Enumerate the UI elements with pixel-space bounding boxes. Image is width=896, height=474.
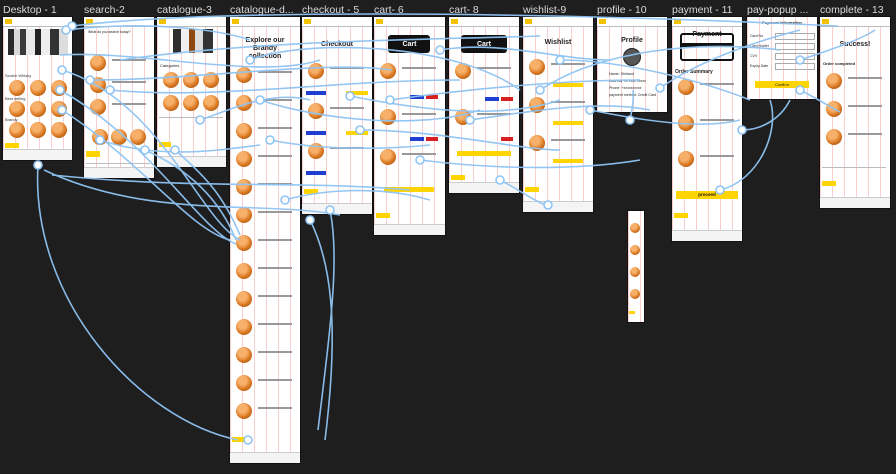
confirm-button[interactable]: Confirm [755,81,809,88]
catalogue-detail-title: Explore our Brandy collection [245,37,285,60]
logo-icon [159,19,166,24]
profile-payment-method: payment method: Credit Card [609,93,657,97]
confirm-button-label: Confirm [774,82,789,87]
logo-icon [232,19,239,24]
success-title: Success! [839,41,871,48]
logo-icon [376,19,383,24]
frame-label-cart8[interactable]: cart- 8 [449,4,479,16]
frame-label-cart6[interactable]: cart- 6 [374,4,404,16]
frame-profile[interactable]: Profile Name: Shirland Address: xx xxxx … [597,17,667,112]
logo-icon [525,19,532,24]
frame-mobile-preview[interactable] [628,211,644,322]
frame-label-catalogue[interactable]: catalogue-3 [157,4,212,16]
profile-name: Name: Shirland [609,72,634,76]
frame-label-catalogue-detail[interactable]: catalogue-d... [230,4,294,16]
logo-icon [5,19,12,24]
cvv-input[interactable] [775,53,815,60]
card-number-input[interactable] [775,33,815,40]
expiry-date-input[interactable] [775,63,815,70]
frame-desktop[interactable]: Scotch Whisky Best selling Brandy [3,17,72,160]
frame-complete[interactable]: Success! Order completed [820,17,890,208]
search-heading: What do you search today? [88,30,131,34]
frame-label-desktop[interactable]: Desktop - 1 [3,4,57,16]
section-heading: Scotch Whisky [5,73,32,78]
frame-checkout[interactable]: Checkout [302,17,372,214]
frame-pay-popup[interactable]: Payment Information Card No Card Holder … [747,17,817,99]
card-holder-label: Card Holder [750,44,769,48]
card-number-label: Card No [750,34,764,38]
logo-icon [822,19,829,24]
payment-title: Payment [692,31,722,38]
order-summary-heading: Order Summary [675,69,713,75]
cvv-label: CVV [750,54,758,58]
order-completed-text: Order completed [823,61,856,66]
logo-icon [304,19,311,24]
logo-icon [451,19,458,24]
catalogue-hero-image [173,29,213,53]
frame-label-pay-popup[interactable]: pay-popup ... [747,4,809,16]
card-holder-input[interactable] [775,43,815,50]
frame-cart8[interactable]: Cart [449,17,519,193]
avatar [623,48,641,66]
profile-phone: Phone: +xxxxxxxxxx [609,86,642,90]
section-heading: Brandy [5,117,18,122]
frame-payment[interactable]: Payment Order Summary proceed [672,17,742,241]
frame-label-wishlist[interactable]: wishlist-9 [523,4,567,16]
frame-search[interactable]: What do you search today? [84,17,154,178]
profile-title: Profile [621,37,643,44]
expiry-date-label: Expiry Date [750,64,769,68]
frame-label-payment[interactable]: payment - 11 [672,4,733,16]
frame-catalogue[interactable]: Categories [157,17,226,167]
profile-address: Address: xx xxxx xxxxx [609,79,646,83]
frame-cart6[interactable]: Cart [374,17,445,235]
pay-popup-title: Payment Information [762,20,802,25]
checkout-title: Checkout [321,41,353,48]
frame-label-search[interactable]: search-2 [84,4,125,16]
frame-label-profile[interactable]: profile - 10 [597,4,647,16]
frame-label-complete[interactable]: complete - 13 [820,4,884,16]
categories-heading: Categories [160,63,180,68]
frame-label-checkout[interactable]: checkout - 5 [302,4,360,16]
logo-icon [86,19,93,24]
hero-bottles-image [8,29,68,55]
proceed-button[interactable]: proceed [676,191,738,199]
logo-icon [599,19,606,24]
cart-title: Cart [402,41,417,48]
frame-wishlist[interactable]: Wishlist [523,17,593,212]
section-heading: Best selling [5,96,26,101]
proceed-button-label: proceed [698,192,716,197]
frame-catalogue-detail[interactable]: Explore our Brandy collection [230,17,300,463]
wishlist-title: Wishlist [544,39,572,46]
logo-icon [674,19,681,24]
cart-title: Cart [476,41,491,48]
